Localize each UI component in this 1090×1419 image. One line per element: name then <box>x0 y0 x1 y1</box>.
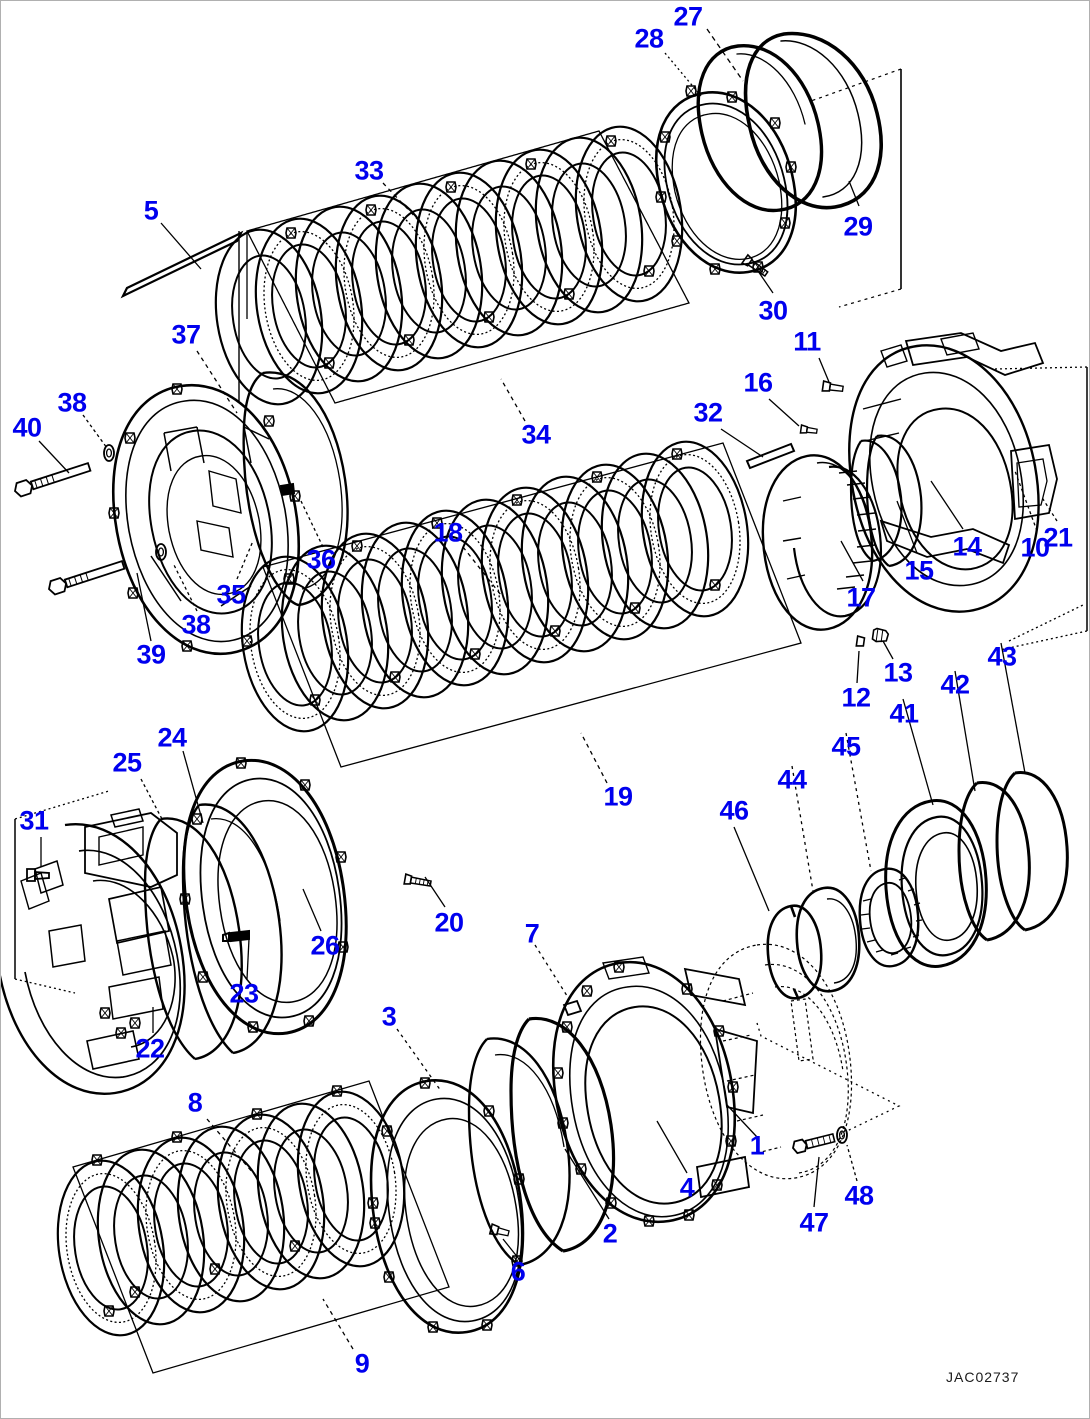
callout-38-lower: 38 <box>181 609 211 640</box>
callout-26: 26 <box>310 930 340 961</box>
callout-48: 48 <box>844 1180 874 1211</box>
clutch-pack-lower <box>72 1080 450 1374</box>
callout-35: 35 <box>216 579 246 610</box>
part-38-washer-a <box>103 444 115 462</box>
callout-7: 7 <box>524 918 540 949</box>
part-31-bolt <box>26 868 50 882</box>
part-32-pin <box>745 442 796 470</box>
callout-21: 21 <box>1043 522 1073 553</box>
callout-3: 3 <box>381 1001 397 1032</box>
callout-22: 22 <box>135 1033 165 1064</box>
callout-2: 2 <box>602 1218 618 1249</box>
housing-1 <box>552 956 758 1227</box>
callout-20: 20 <box>434 907 464 938</box>
callout-12: 12 <box>841 682 871 713</box>
part-13-nut <box>871 627 890 643</box>
callout-37: 37 <box>171 319 201 350</box>
callout-14: 14 <box>952 531 982 562</box>
callout-45: 45 <box>831 731 861 762</box>
part-36-key <box>279 482 296 497</box>
assembly-group-front-housing <box>745 332 1058 631</box>
callout-47: 47 <box>799 1207 829 1238</box>
discs-upper <box>202 117 696 414</box>
callout-33: 33 <box>354 155 384 186</box>
callout-8: 8 <box>187 1087 203 1118</box>
callout-18: 18 <box>433 517 463 548</box>
callout-23: 23 <box>229 978 259 1009</box>
part-2-gasket <box>467 1037 571 1267</box>
callout-36: 36 <box>306 544 336 575</box>
part-16-screw <box>799 424 818 434</box>
callout-6: 6 <box>510 1256 526 1287</box>
drawing-reference-number: JAC02737 <box>946 1369 1020 1385</box>
bracket-29 <box>810 68 902 308</box>
part-11-screw <box>821 380 844 393</box>
part-6-screw <box>488 1223 510 1237</box>
part-5-bar <box>120 230 244 299</box>
callout-43: 43 <box>987 641 1017 672</box>
callout-25: 25 <box>112 747 142 778</box>
callout-1: 1 <box>749 1130 765 1161</box>
callout-28: 28 <box>634 23 664 54</box>
discs-lower <box>44 1082 418 1345</box>
callout-5: 5 <box>143 195 159 226</box>
callout-34: 34 <box>521 419 551 450</box>
assembly-group-rear-cover <box>655 31 883 279</box>
callout-15: 15 <box>904 555 934 586</box>
callout-9: 9 <box>354 1348 370 1379</box>
part-26-ring <box>179 757 349 1036</box>
callout-38-upper: 38 <box>57 387 87 418</box>
callout-39: 39 <box>136 639 166 670</box>
carrier-housing-35 <box>108 383 301 656</box>
callout-10: 10 <box>1020 532 1050 563</box>
callout-17: 17 <box>846 582 876 613</box>
part-47-bolt <box>792 1132 836 1155</box>
part-40-bolt <box>11 459 93 499</box>
part-12-screw <box>855 635 866 647</box>
callout-29: 29 <box>843 211 873 242</box>
part-39-bolt <box>45 557 127 597</box>
phantom-hub <box>699 943 853 1180</box>
callout-27: 27 <box>673 1 703 32</box>
callout-16: 16 <box>743 367 773 398</box>
part-3-ring <box>367 1077 525 1334</box>
callout-44: 44 <box>777 764 807 795</box>
callout-46: 46 <box>719 795 749 826</box>
callout-19: 19 <box>603 781 633 812</box>
callout-40: 40 <box>12 412 42 443</box>
callout-11: 11 <box>793 326 821 357</box>
part-4-plate <box>509 1016 616 1253</box>
callout-30: 30 <box>758 295 788 326</box>
callout-41: 41 <box>889 698 919 729</box>
callout-24: 24 <box>157 722 187 753</box>
callout-42: 42 <box>940 669 970 700</box>
callout-4: 4 <box>679 1172 695 1203</box>
clutch-pack-upper <box>246 130 690 404</box>
callout-13: 13 <box>883 657 913 688</box>
callout-31: 31 <box>19 805 49 836</box>
callout-32: 32 <box>693 397 723 428</box>
seal-stack-right <box>766 771 1069 1000</box>
part-7-plug <box>562 999 583 1017</box>
